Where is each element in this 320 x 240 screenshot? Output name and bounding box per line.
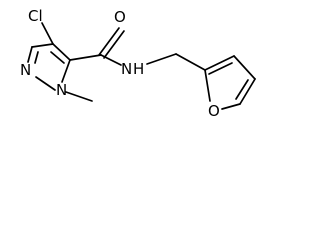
bond-c4-c5-inner — [50, 51, 65, 64]
bond-c5-carbonyl — [69, 54, 102, 61]
bond-n1-n2 — [35, 76, 56, 91]
atom-label-hydrogen-amide: H — [133, 60, 144, 78]
atom-label-nitrogen-amide: N — [121, 60, 132, 78]
atom-label-chlorine: Cl — [28, 7, 43, 25]
bond-carbonyl-o-b — [103, 30, 125, 59]
atom-label-nitrogen-ring-left: N — [20, 61, 31, 79]
bond-furan-o-c2 — [204, 69, 211, 102]
atom-label-oxygen-carbonyl: O — [114, 8, 126, 26]
bond-carbonyl-o-a — [98, 27, 120, 56]
bond-c4-c5 — [52, 43, 71, 61]
atom-labels: Cl O N N N H O — [20, 7, 220, 120]
bond-n2-c3-inner — [34, 51, 39, 64]
bond-cl-c4 — [41, 22, 54, 45]
bond-c5-n1 — [61, 59, 71, 83]
bond-n2-c3 — [27, 46, 33, 63]
bond-ch2-furan — [175, 53, 206, 71]
bond-furan-c2-c3-inner — [208, 62, 233, 75]
structure-canvas: Cl O N N N H O — [0, 0, 274, 140]
atom-label-nitrogen-ring-methyl: N — [56, 81, 67, 99]
bond-n-ch2 — [146, 53, 177, 65]
molecule-structure: Cl O N N N H O — [20, 7, 256, 120]
bond-furan-c5-o — [221, 103, 241, 110]
bond-c3-c4 — [31, 43, 54, 48]
bond-furan-c4-c5-inner — [235, 79, 249, 100]
atom-label-oxygen-furan: O — [208, 102, 220, 120]
bonds — [27, 22, 256, 110]
bond-n1-methyl — [65, 91, 93, 102]
bond-carbonyl-n — [100, 54, 122, 66]
bond-furan-c3-c4 — [233, 55, 256, 80]
bond-furan-c4-c5 — [239, 78, 256, 105]
bond-furan-c2-c3 — [204, 55, 235, 71]
